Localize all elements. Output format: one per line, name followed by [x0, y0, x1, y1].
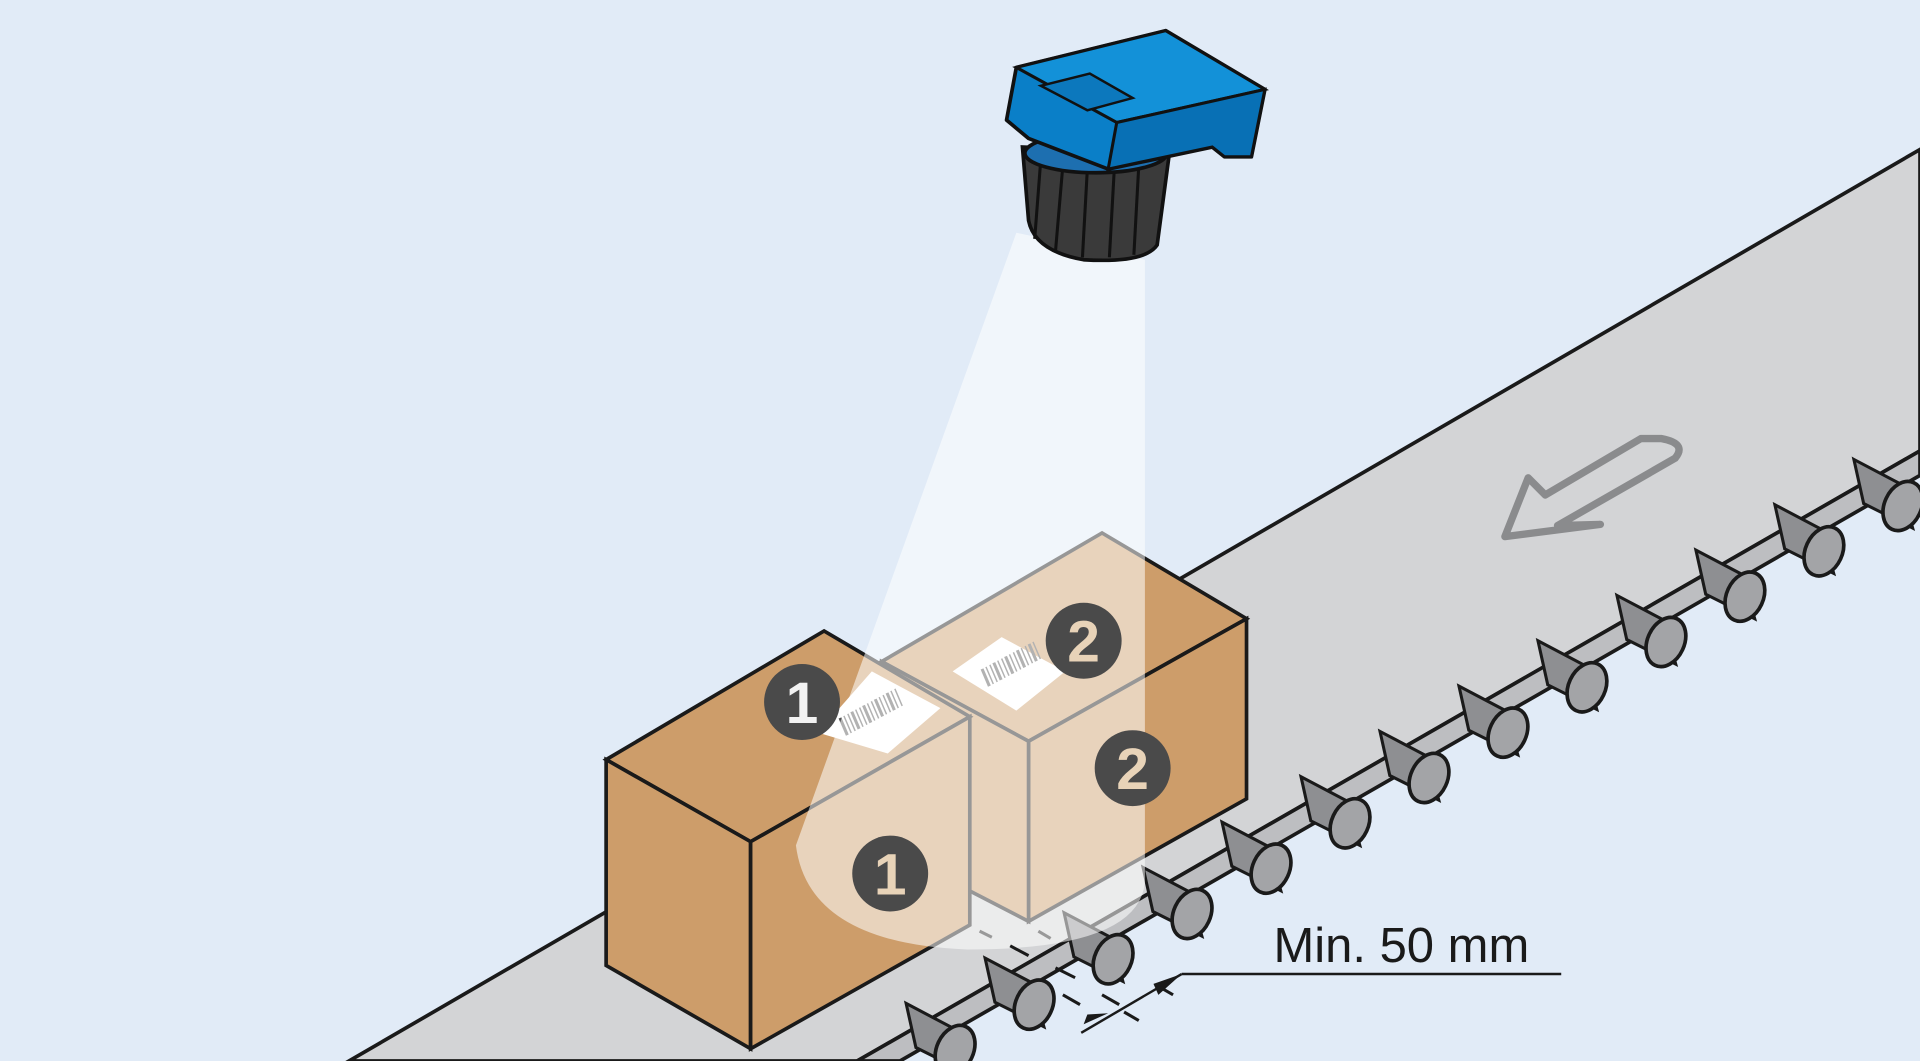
- badge-box2-top: 2: [1045, 602, 1122, 679]
- roller: [1614, 592, 1688, 669]
- roller: [1377, 728, 1451, 805]
- roller: [1140, 864, 1214, 941]
- svg-text:2: 2: [1116, 737, 1149, 802]
- scanner-light-beam: [795, 232, 1145, 950]
- svg-text:2: 2: [1067, 610, 1100, 675]
- badge-box1-front: 1: [852, 835, 929, 912]
- conveyor-rollers: [903, 456, 1920, 1061]
- roller: [1693, 547, 1767, 624]
- dimension-indicator: Min. 50 mm: [1080, 919, 1562, 1034]
- roller: [1298, 773, 1372, 850]
- roller: [1772, 501, 1846, 578]
- roller: [982, 955, 1056, 1032]
- gap-markers: [978, 929, 1174, 1022]
- barcode-scanner-icon: [1004, 28, 1270, 263]
- roller: [1219, 819, 1293, 896]
- roller: [903, 1000, 977, 1061]
- svg-text:1: 1: [786, 671, 819, 736]
- badge-box2-front: 2: [1094, 730, 1171, 807]
- dimension-label: Min. 50 mm: [1273, 919, 1529, 973]
- svg-text:1: 1: [874, 842, 907, 907]
- direction-arrow-icon: [1501, 434, 1683, 541]
- badge-box1-top: 1: [764, 664, 840, 741]
- roller: [1456, 683, 1530, 760]
- roller: [1535, 637, 1609, 714]
